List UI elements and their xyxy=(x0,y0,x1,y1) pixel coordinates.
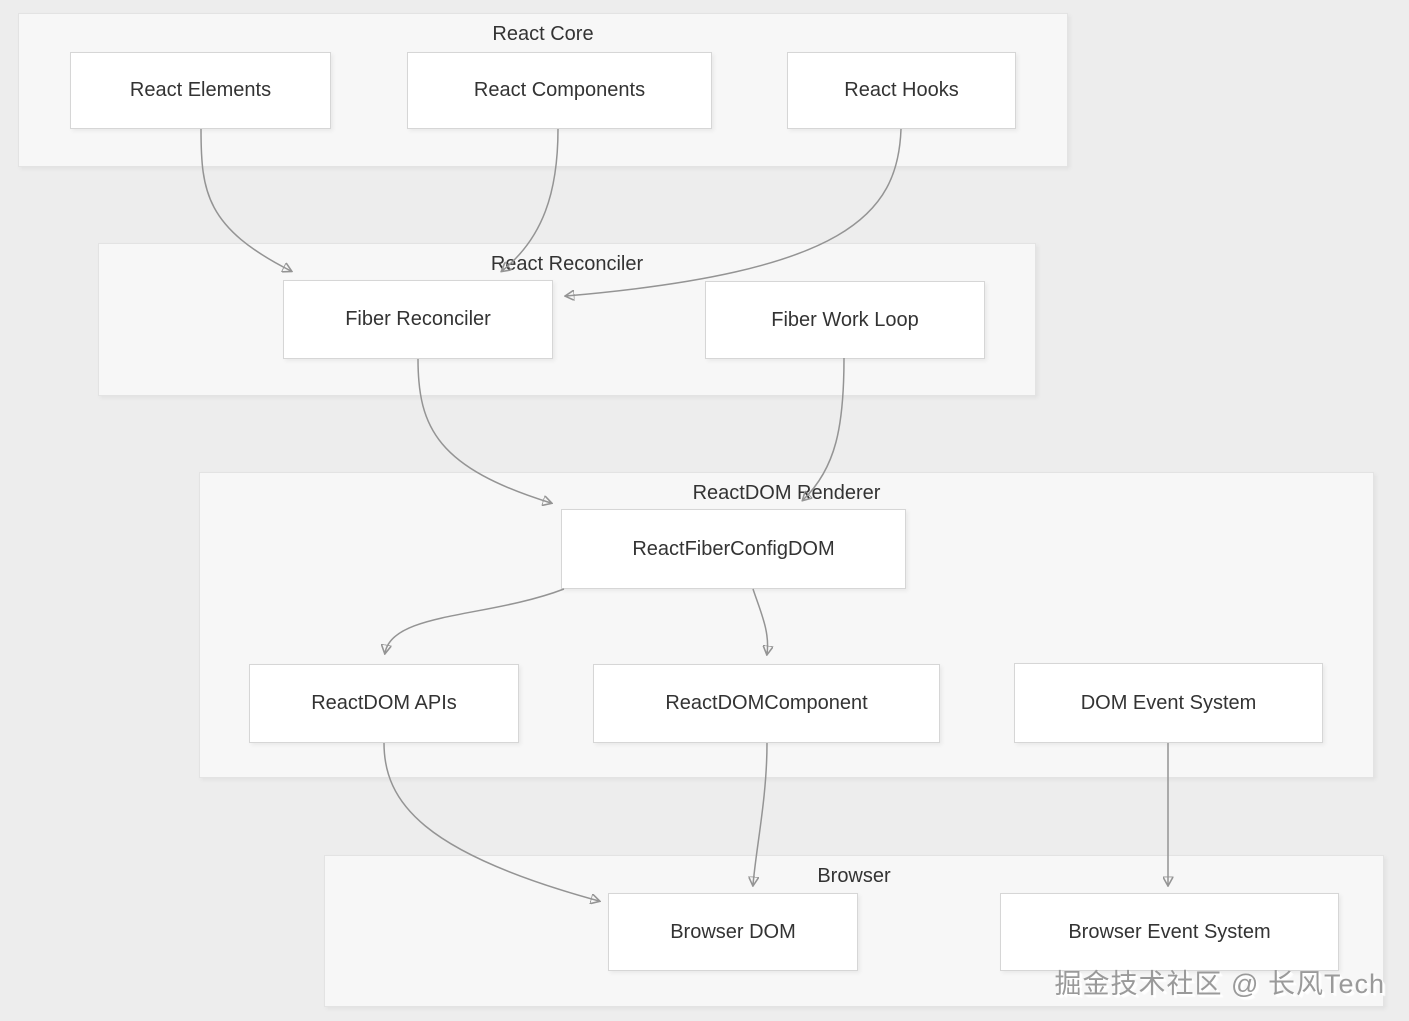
watermark-text: 掘金技术社区 @ 长风Tech xyxy=(1054,969,1385,999)
node-reactdomcomponent: ReactDOMComponent xyxy=(593,664,940,743)
node-reactdom-apis: ReactDOM APIs xyxy=(249,664,519,743)
node-react-elements: React Elements xyxy=(70,52,331,129)
group-title-react-core: React Core xyxy=(492,23,594,45)
node-browser-dom: Browser DOM xyxy=(608,893,858,971)
node-react-hooks: React Hooks xyxy=(787,52,1016,129)
node-fiber-reconciler: Fiber Reconciler xyxy=(283,280,553,359)
group-title-reactdom-renderer: ReactDOM Renderer xyxy=(692,482,881,504)
node-react-components: React Components xyxy=(407,52,712,129)
node-fiber-work-loop: Fiber Work Loop xyxy=(705,281,985,359)
node-reactfiberconfigdom: ReactFiberConfigDOM xyxy=(561,509,906,589)
node-browser-event-system: Browser Event System xyxy=(1000,893,1339,971)
node-dom-event-system: DOM Event System xyxy=(1014,663,1323,743)
group-title-browser: Browser xyxy=(817,865,891,887)
group-title-react-reconciler: React Reconciler xyxy=(490,253,644,275)
